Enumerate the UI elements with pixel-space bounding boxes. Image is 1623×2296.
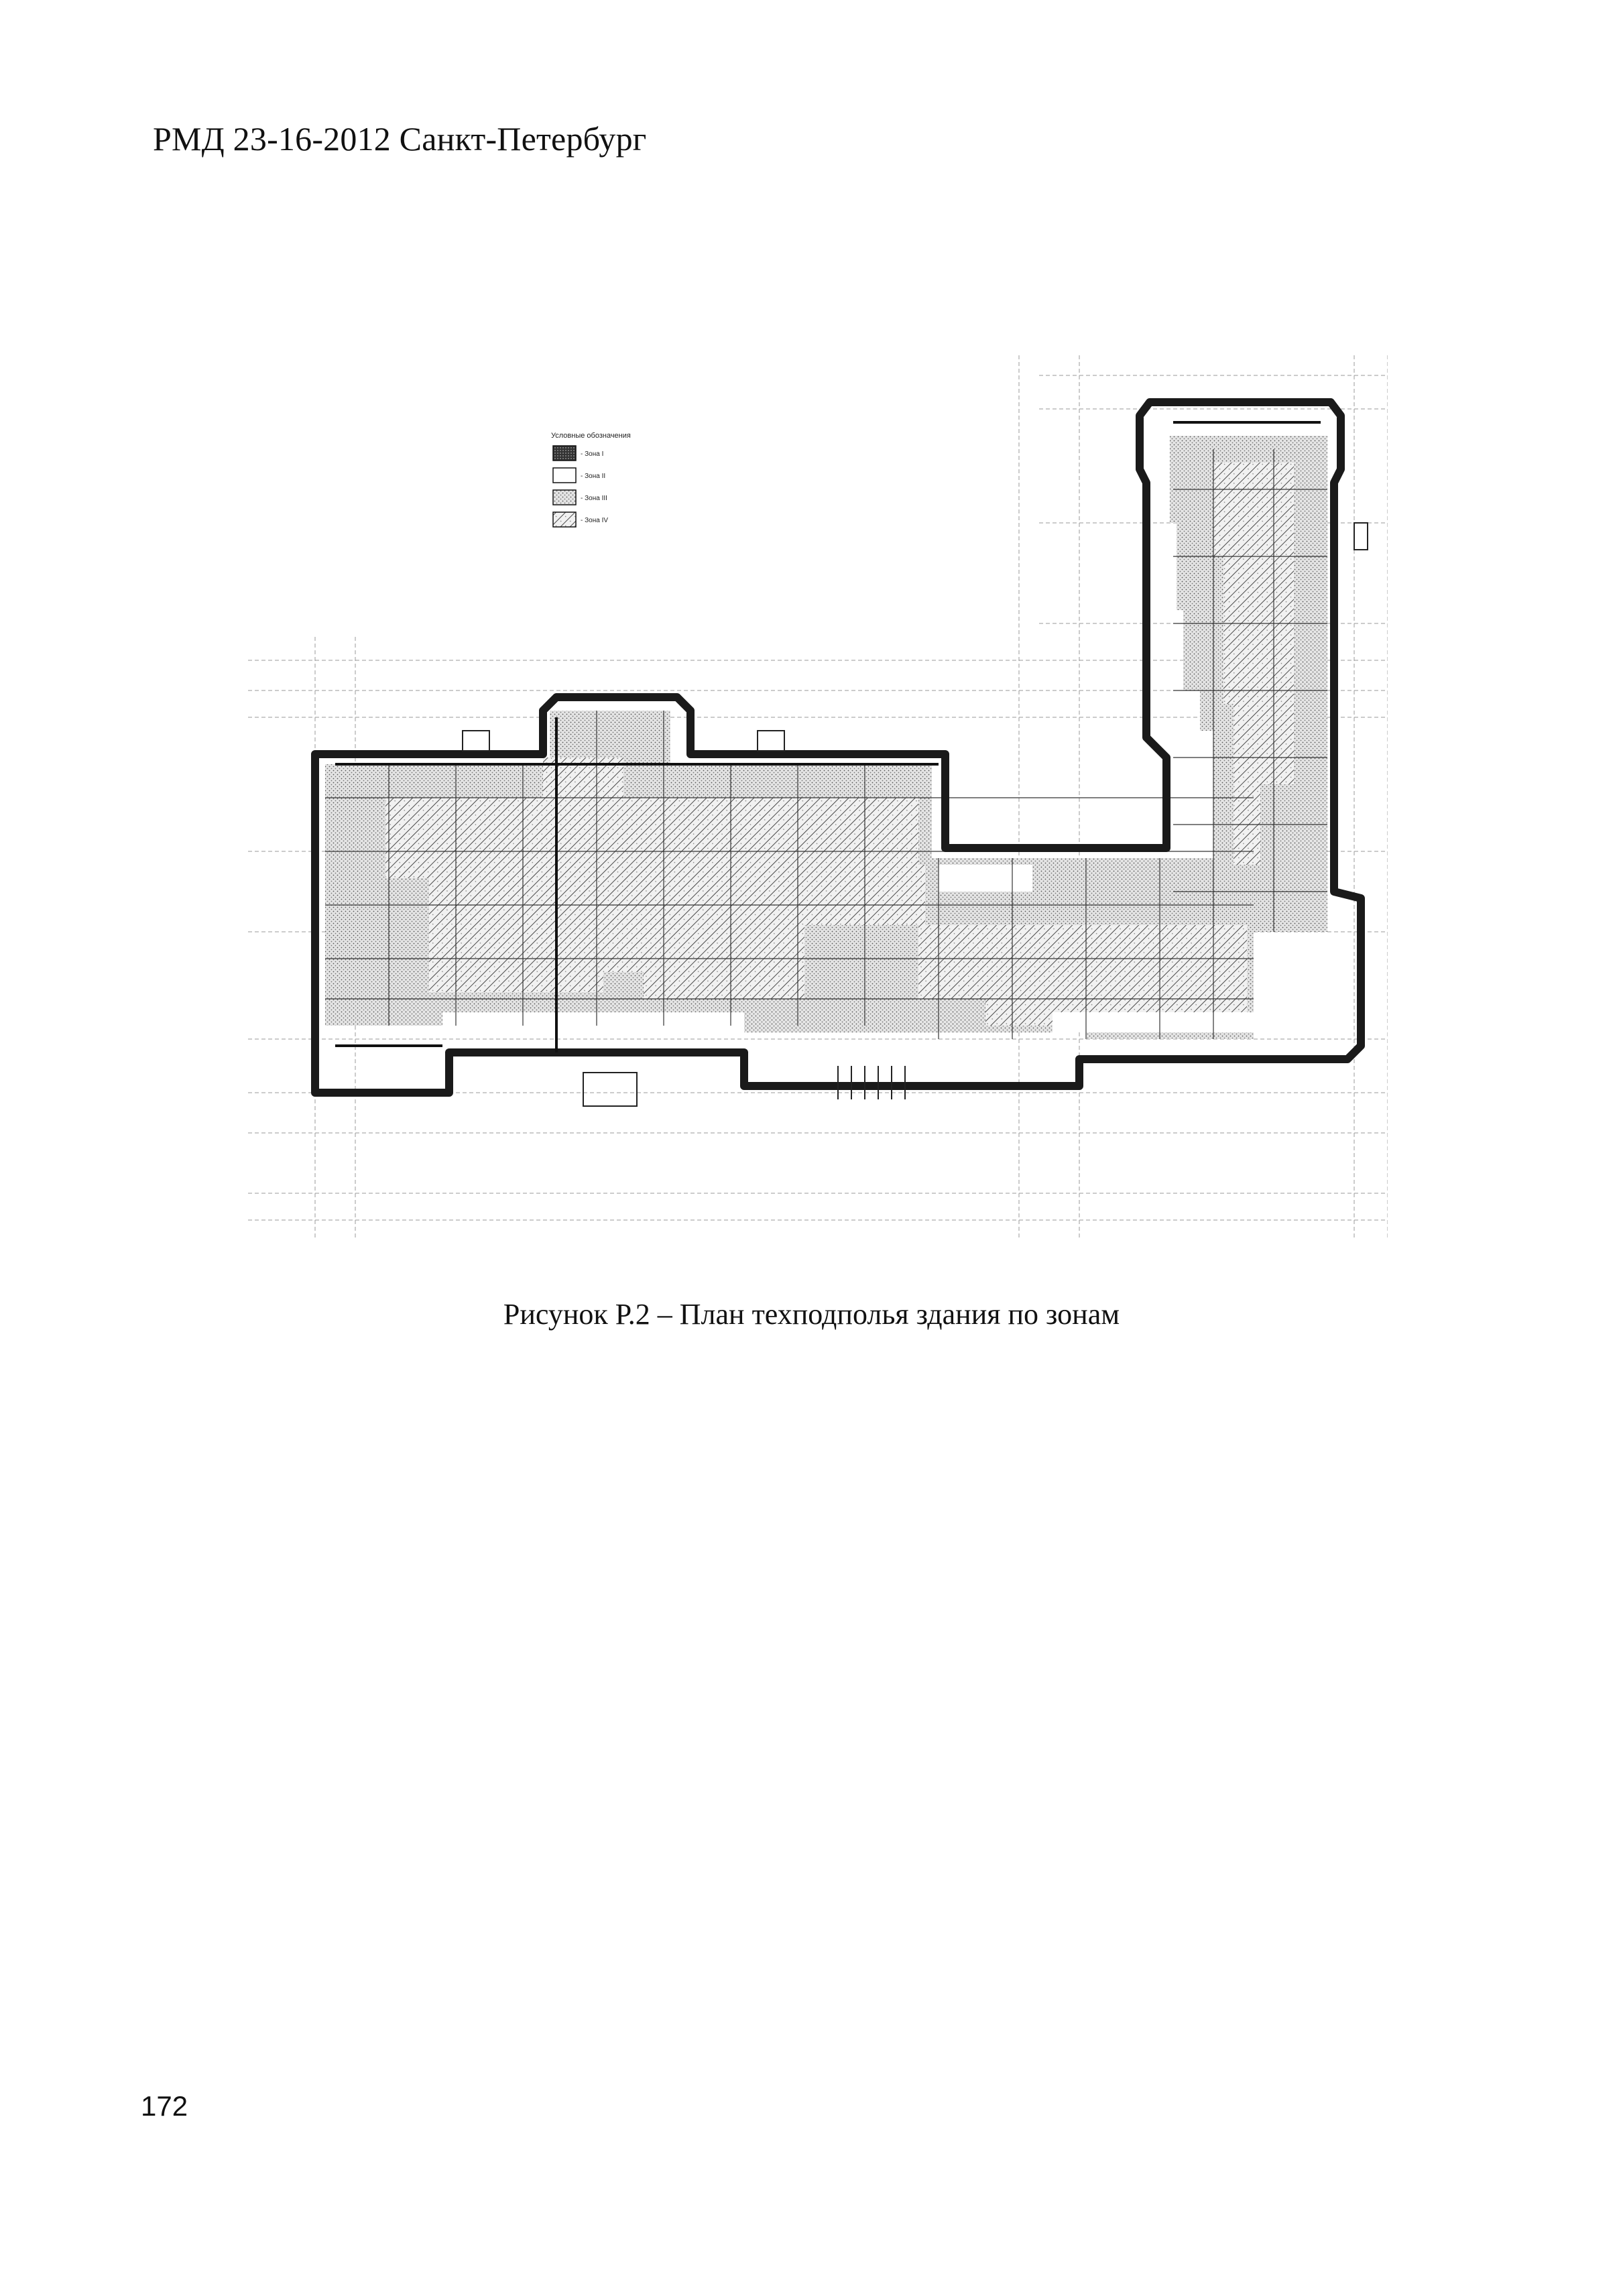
outer-walls [311,398,1365,1097]
legend-label-zone-1: - Зона I [581,450,603,458]
zone-4-region-east [918,925,1247,1026]
left-block-zones [325,711,1254,1039]
legend-swatch-zone-1 [552,445,577,461]
legend-label-zone-2: - Зона II [581,473,605,480]
basement-zone-plan-figure: Условные обозначения - Зона I - Зона II … [248,355,1388,1240]
document-header: РМД 23-16-2012 Санкт-Петербург [153,120,647,158]
zone-2-region-south [1053,1012,1254,1032]
entry-box [1354,522,1368,550]
legend-swatch-zone-4 [552,511,577,528]
building-perimeter-wall [311,398,1365,1097]
inner-walls [335,421,1321,1052]
zone-2-region [939,865,1032,892]
legend-label-zone-4: - Зона IV [581,517,608,524]
right-tower-zones [1170,436,1327,932]
legend-title: Условные обозначения [551,432,631,440]
entry-elements [462,522,1368,1107]
page-number: 172 [141,2090,188,2122]
stair [583,1072,638,1107]
legend-swatch-zone-2 [552,467,577,483]
entry-box [462,730,490,751]
structural-grid [325,449,1327,1039]
zone-4-region [385,758,925,999]
entry-box [757,730,785,751]
figure-caption: Рисунок Р.2 – План техподполья здания по… [503,1298,1120,1331]
legend: Условные обозначения - Зона I - Зона II … [551,432,631,528]
floor-plan-drawing: Условные обозначения - Зона I - Зона II … [248,355,1388,1240]
legend-label-zone-3: - Зона III [581,495,607,502]
legend-swatch-zone-3 [552,489,577,505]
